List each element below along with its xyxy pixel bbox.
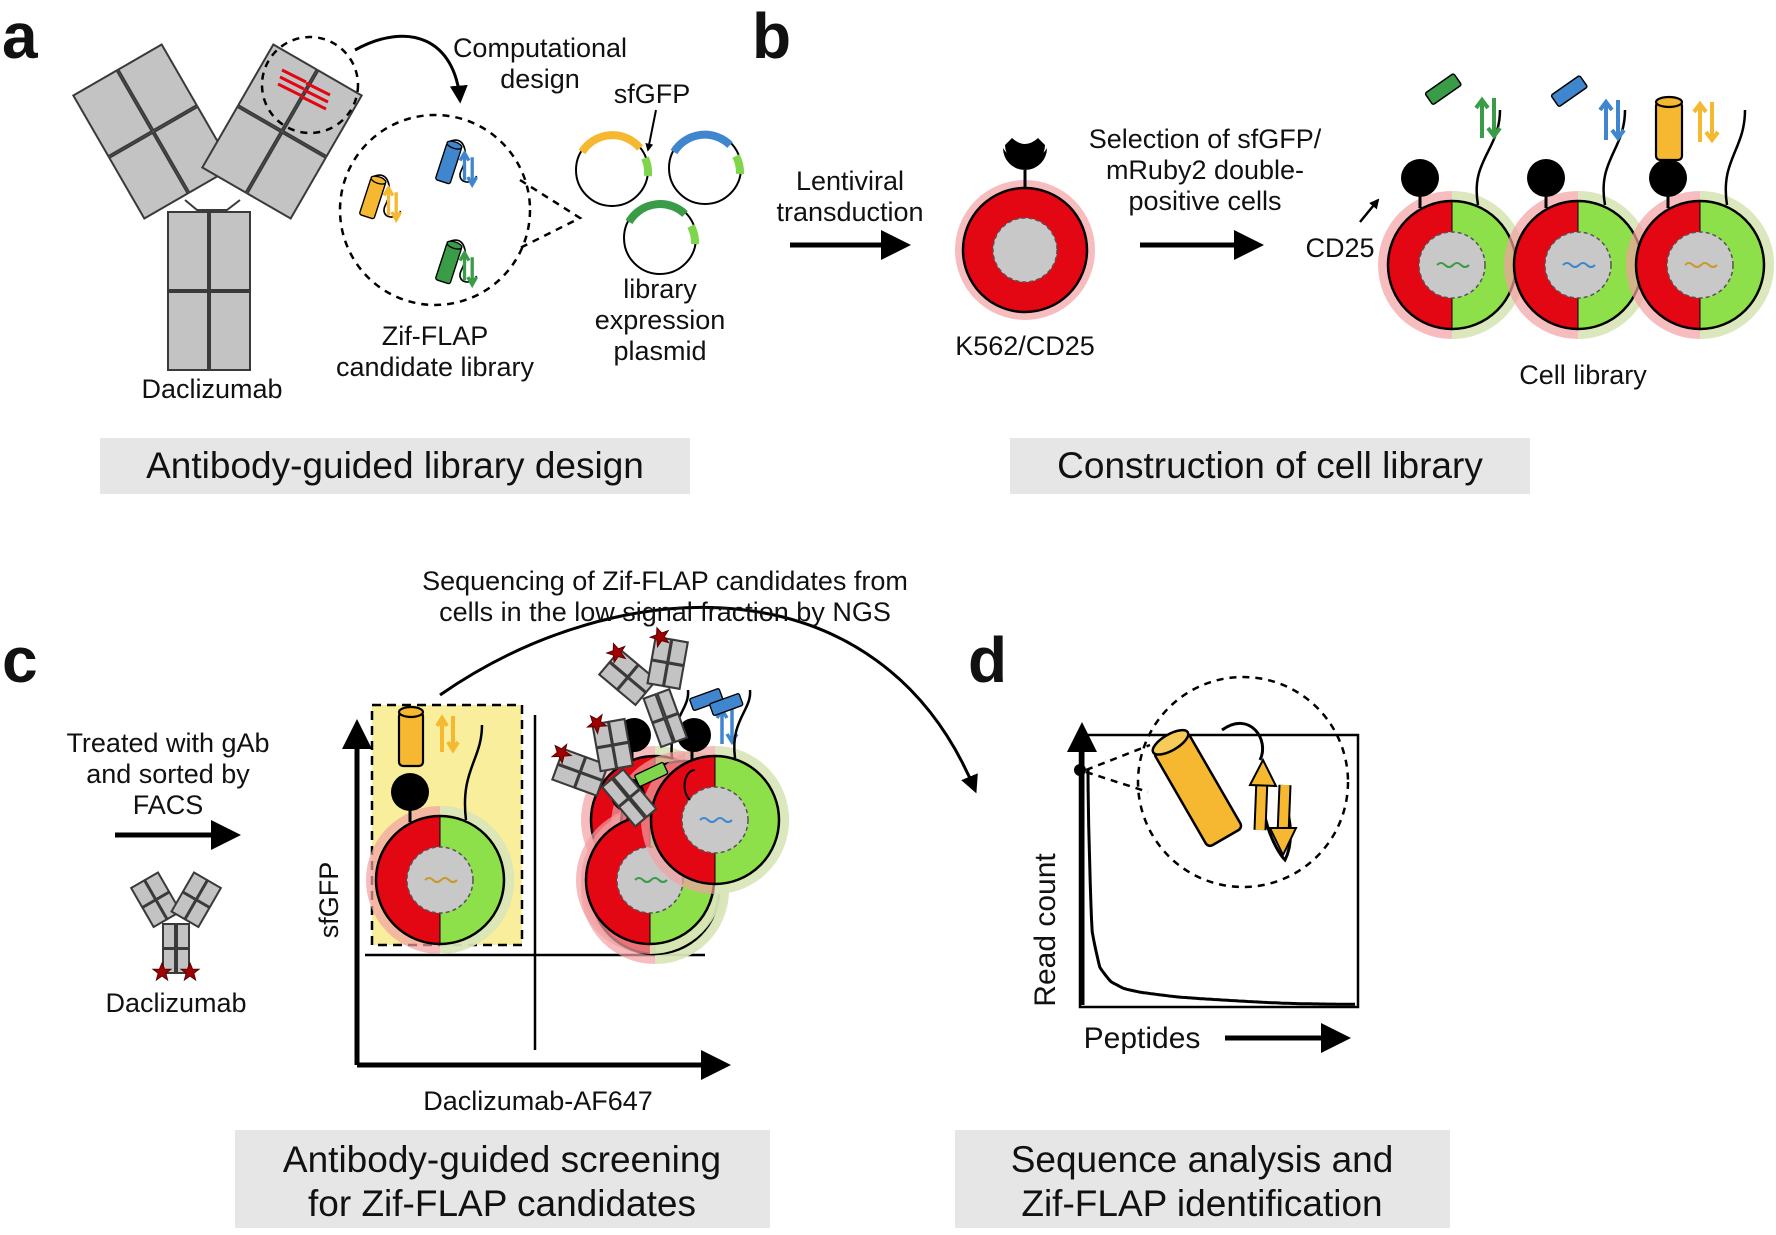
plasmid-yellow [575,131,653,207]
caption-c-line2: for Zif-FLAP candidates [308,1183,696,1224]
cell-library-label: Cell library [1519,360,1647,390]
transduction-line1: Lentiviral [796,166,904,196]
plasmid-callout [519,178,583,250]
plasmid-label-line3: plasmid [613,336,706,366]
green-motif-bound [634,761,696,801]
treatment-line3: FACS [133,790,204,820]
cell-library-cell-1 [1376,73,1528,341]
zoom-circle [1136,675,1350,889]
panel-a: a Daclizumab Computational design Zif-FL… [2,0,744,494]
design-label-line1: Computational [453,33,627,63]
antibody-labeled [130,871,222,981]
zoom-callout-lines [1085,743,1151,794]
treatment-line2: and sorted by [86,759,250,789]
sequencing-arrow [439,605,978,794]
cdr-stripes [277,68,331,111]
k562-cell [955,138,1095,320]
antibody-large-graphic [72,43,363,371]
panel-d: d Read count Peptides Sequence analysis … [955,624,1450,1228]
motif-blue [435,139,479,189]
read-count-y-label: Read count [1029,853,1062,1007]
caption-b: Construction of cell library [1057,445,1483,486]
cell-library-cell-3 [1624,95,1776,341]
caption-d-line1: Sequence analysis and [1011,1139,1394,1180]
sorted-cell [364,705,516,956]
plasmid-blue [668,130,744,205]
cd25-label: CD25 [1305,233,1374,263]
transduction-line2: transduction [776,197,923,227]
zif-flap-motif-zoom [1151,722,1298,863]
facs-x-label: Daclizumab-AF647 [423,1086,653,1116]
library-label-line1: Zif-FLAP [382,321,489,351]
facs-y-label: sfGFP [314,862,344,939]
panel-b-letter: b [752,0,791,72]
panel-c-letter: c [2,624,38,696]
caption-box-d [955,1130,1450,1228]
caption-c-line1: Antibody-guided screening [283,1139,721,1180]
caption-box-b [1010,438,1530,494]
daclizumab-label: Daclizumab [141,374,282,404]
sequencing-line1: Sequencing of Zif-FLAP candidates from [422,566,908,596]
library-label-line2: candidate library [336,352,535,382]
caption-d-line2: Zif-FLAP identification [1021,1183,1382,1224]
selection-line3: positive cells [1128,186,1281,216]
read-count-curve [1086,769,1355,1006]
panel-c: c Treated with gAb and sorted by FACS Da… [2,566,978,1228]
plasmid-green [623,200,699,275]
design-label-line2: design [500,64,580,94]
panel-a-letter: a [2,0,38,72]
plasmid-label-line1: library [623,274,697,304]
motif-yellow [359,174,403,224]
selection-line1: Selection of sfGFP/ [1089,124,1322,154]
library-circle [338,113,532,307]
cdr-zoom-circle [260,35,360,135]
cd25-pointer [1359,198,1380,223]
plasmid-label-line2: expression [595,305,726,335]
k562-label: K562/CD25 [955,331,1095,361]
daclizumab-small-label: Daclizumab [105,988,246,1018]
cell-library-cell-2 [1502,75,1654,341]
selection-line2: mRuby2 double- [1106,155,1304,185]
caption-box-a [100,438,690,494]
motif-green [435,239,479,289]
panel-d-letter: d [968,624,1007,696]
sequencing-line2: cells in the low signal fraction by NGS [439,597,891,627]
caption-a: Antibody-guided library design [146,445,644,486]
sfgfp-label: sfGFP [614,79,691,109]
design-arrow [354,34,468,104]
bound-cell-back [639,689,791,896]
read-count-plot-frame [1078,733,1360,1009]
treatment-line1: Treated with gAb [66,728,269,758]
panel-b: b Lentiviral transduction K562/CD25 Sele… [752,0,1776,494]
peptides-x-label: Peptides [1084,1022,1201,1055]
read-count-series-line [1086,769,1355,1006]
top-peptide-point [1074,764,1086,776]
sfgfp-pointer [645,109,657,152]
caption-box-c [235,1130,770,1228]
